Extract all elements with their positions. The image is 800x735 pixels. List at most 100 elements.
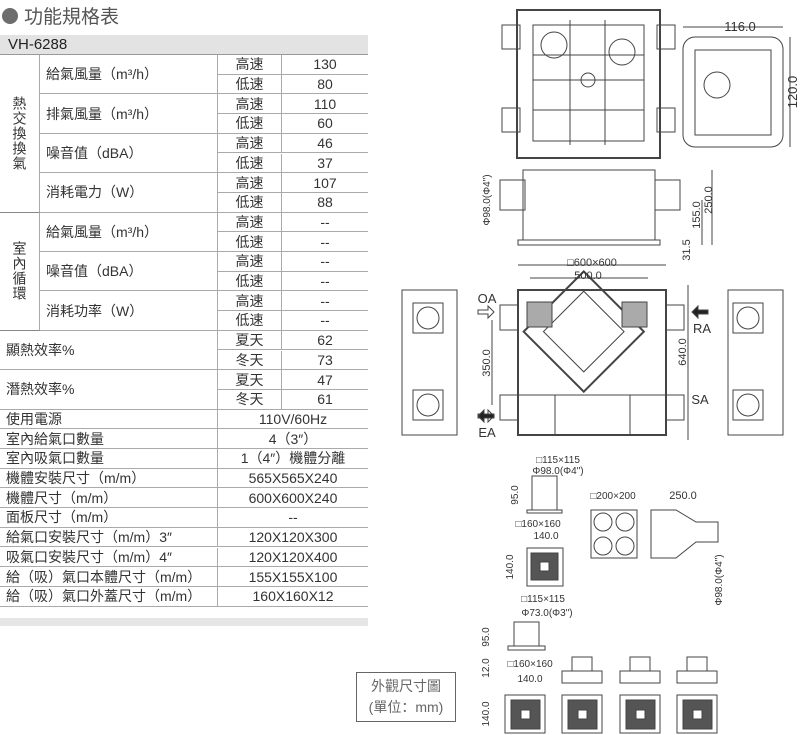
efficiency-label: 潛熱效率% bbox=[0, 370, 218, 410]
height-95-b-label: 95.0 bbox=[481, 627, 492, 647]
height-12-label: 12.0 bbox=[481, 658, 492, 678]
spec-value: -- bbox=[282, 252, 368, 272]
ea-label: EA bbox=[478, 425, 496, 440]
spec-value: 120X120X400 bbox=[218, 548, 368, 568]
side-elevations bbox=[401, 289, 784, 436]
panel-height-label: 120.0 bbox=[785, 76, 800, 109]
drawing-legend: 外觀尺寸圖 (單位：mm) bbox=[356, 672, 456, 722]
legend-unit: (單位：mm) bbox=[368, 699, 444, 715]
width-250-label: 250.0 bbox=[669, 490, 697, 502]
unit-side-view bbox=[499, 169, 713, 246]
unit-plan-view bbox=[477, 264, 709, 440]
size-115-b-label: □115×115 bbox=[521, 594, 565, 605]
spec-label: 吸氣口安裝尺寸（m/m）4″ bbox=[0, 547, 218, 568]
height-140-b-label: 140.0 bbox=[481, 701, 492, 726]
dim-640-label: 640.0 bbox=[677, 338, 689, 366]
spec-value: 130 bbox=[282, 55, 368, 75]
spec-label: 給（吸）氣口外蓋尺寸（m/m） bbox=[0, 586, 218, 607]
height-31-5-label: 31.5 bbox=[681, 239, 693, 260]
spec-label: 噪音值（dBA） bbox=[40, 133, 218, 174]
spec-value: 600X600X240 bbox=[218, 488, 368, 509]
spec-value: 155X155X100 bbox=[218, 567, 368, 587]
size-160-label: □160×160 bbox=[515, 519, 561, 530]
efficiency-value: 47 bbox=[282, 370, 368, 390]
width-500-label: 500.0 bbox=[574, 270, 602, 282]
size-200-label: □200×200 bbox=[590, 491, 636, 502]
dia-98-label: Φ98.0(Φ4") bbox=[532, 466, 583, 477]
spec-value: 160X160X12 bbox=[218, 587, 368, 607]
spec-value: 107 bbox=[282, 173, 368, 193]
size-160-b-label: □160×160 bbox=[507, 659, 553, 670]
title-text: 功能規格表 bbox=[24, 7, 120, 28]
spec-value: -- bbox=[282, 232, 368, 252]
legend-title: 外觀尺寸圖 bbox=[371, 678, 441, 694]
spec-value: 37 bbox=[282, 154, 368, 174]
spec-value: -- bbox=[282, 311, 368, 331]
spec-value: 565X565X240 bbox=[218, 469, 368, 489]
spec-label: 給（吸）氣口本體尺寸（m/m） bbox=[0, 567, 218, 587]
width-140-b-label: 140.0 bbox=[517, 674, 542, 685]
table-footer-bar bbox=[0, 618, 368, 626]
spec-value: 46 bbox=[282, 134, 368, 154]
spec-label: 機體尺寸（m/m） bbox=[0, 488, 218, 509]
season-label: 夏天 bbox=[218, 330, 282, 351]
spec-value: 120X120X300 bbox=[218, 528, 368, 548]
speed-label: 低速 bbox=[218, 271, 282, 292]
panel-width-label: 116.0 bbox=[724, 19, 756, 34]
spec-label: 面板尺寸（m/m） bbox=[0, 508, 218, 528]
efficiency-value: 61 bbox=[282, 390, 368, 410]
section-title: 功能規格表 bbox=[2, 2, 119, 29]
speed-label: 低速 bbox=[218, 153, 282, 174]
speed-label: 高速 bbox=[218, 173, 282, 193]
efficiency-label: 顯熱效率% bbox=[0, 330, 218, 371]
group-label: 室內循環 bbox=[0, 212, 40, 331]
width-140-label: 140.0 bbox=[533, 531, 558, 542]
speed-label: 低速 bbox=[218, 74, 282, 95]
spec-label: 給氣風量（m³/h） bbox=[40, 212, 218, 252]
dia-73-label: Φ73.0(Φ3") bbox=[521, 608, 572, 619]
spec-value: -- bbox=[282, 291, 368, 312]
height-140-label: 140.0 bbox=[505, 554, 516, 579]
spec-label: 消耗功率（W） bbox=[40, 291, 218, 331]
unit-size-label: □600×600 bbox=[567, 257, 617, 269]
spec-value: 4（3″） bbox=[218, 429, 368, 449]
dia-98-b-label: Φ98.0(Φ4") bbox=[714, 554, 725, 605]
speed-label: 高速 bbox=[218, 212, 282, 233]
season-label: 冬天 bbox=[218, 389, 282, 410]
size-115-label: □115×115 bbox=[536, 455, 580, 466]
spec-value: -- bbox=[282, 272, 368, 292]
speed-label: 高速 bbox=[218, 55, 282, 75]
spec-label: 消耗電力（W） bbox=[40, 173, 218, 213]
model-header: VH-6288 bbox=[0, 35, 368, 55]
control-panel-drawing bbox=[682, 26, 791, 148]
spec-label: 室內給氣口數量 bbox=[0, 429, 218, 449]
spec-value: 88 bbox=[282, 193, 368, 213]
unit-top-view bbox=[501, 9, 676, 159]
fittings-drawings bbox=[504, 475, 719, 734]
spec-value: -- bbox=[218, 508, 368, 528]
ra-label: RA bbox=[693, 321, 711, 336]
spec-value: 1（4″）機體分離 bbox=[218, 449, 368, 469]
efficiency-value: 73 bbox=[282, 351, 368, 371]
spec-label: 使用電源 bbox=[0, 409, 218, 430]
speed-label: 高速 bbox=[218, 252, 282, 272]
spec-label: 給氣口安裝尺寸（m/m）3″ bbox=[0, 527, 218, 548]
height-250-label: 250.0 bbox=[703, 186, 715, 214]
speed-label: 低速 bbox=[218, 192, 282, 213]
speed-label: 低速 bbox=[218, 311, 282, 331]
sa-label: SA bbox=[691, 392, 709, 407]
bullet-icon bbox=[2, 7, 18, 24]
season-label: 夏天 bbox=[218, 370, 282, 390]
spec-value: 110 bbox=[282, 94, 368, 115]
spec-label: 室內吸氣口數量 bbox=[0, 449, 218, 469]
speed-label: 高速 bbox=[218, 291, 282, 312]
oa-label: OA bbox=[478, 291, 497, 306]
spec-label: 噪音值（dBA） bbox=[40, 252, 218, 292]
height-95-label: 95.0 bbox=[510, 485, 521, 505]
dim-350-label: 350.0 bbox=[481, 349, 493, 377]
spec-value: -- bbox=[282, 213, 368, 233]
speed-label: 高速 bbox=[218, 94, 282, 115]
spec-label: 給氣風量（m³/h） bbox=[40, 55, 218, 95]
